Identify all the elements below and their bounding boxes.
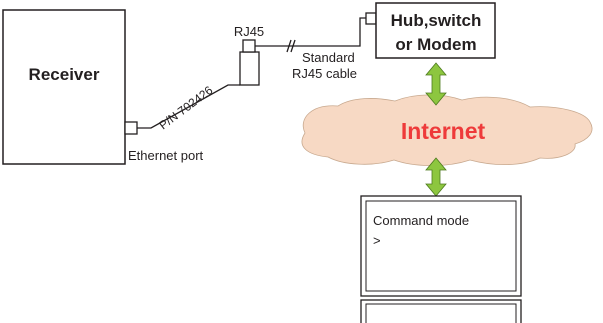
terminal-line1: Command mode [373, 213, 469, 228]
cable-part-number: P/N 702426 [156, 83, 215, 133]
hub-internet-arrow [425, 62, 447, 106]
rj45-label: RJ45 [234, 24, 264, 39]
ethernet-port-label: Ethernet port [128, 148, 204, 163]
ethernet-port [124, 121, 138, 135]
hub-box [375, 2, 496, 59]
hub-port [365, 12, 377, 25]
internet-label: Internet [401, 118, 486, 144]
rj45-jack [242, 39, 256, 53]
terminal-prompt: > [373, 233, 381, 248]
internet-cloud [301, 94, 593, 166]
standard-cable-label-line2: RJ45 cable [292, 66, 357, 81]
receiver-box [2, 9, 126, 165]
hub-label-line1: Hub,switch [391, 11, 482, 30]
rj45-adapter [239, 51, 260, 86]
terminal-base-inner [365, 303, 517, 323]
cable-break-mark-2 [290, 39, 296, 53]
terminal-screen [365, 200, 517, 292]
receiver-label: Receiver [29, 65, 100, 84]
standard-cable [255, 17, 368, 47]
standard-cable-label-line1: Standard [302, 50, 355, 65]
hub-label-line2: or Modem [395, 35, 476, 54]
cable-702426 [137, 84, 240, 129]
cable-break-mark-1 [286, 39, 292, 53]
